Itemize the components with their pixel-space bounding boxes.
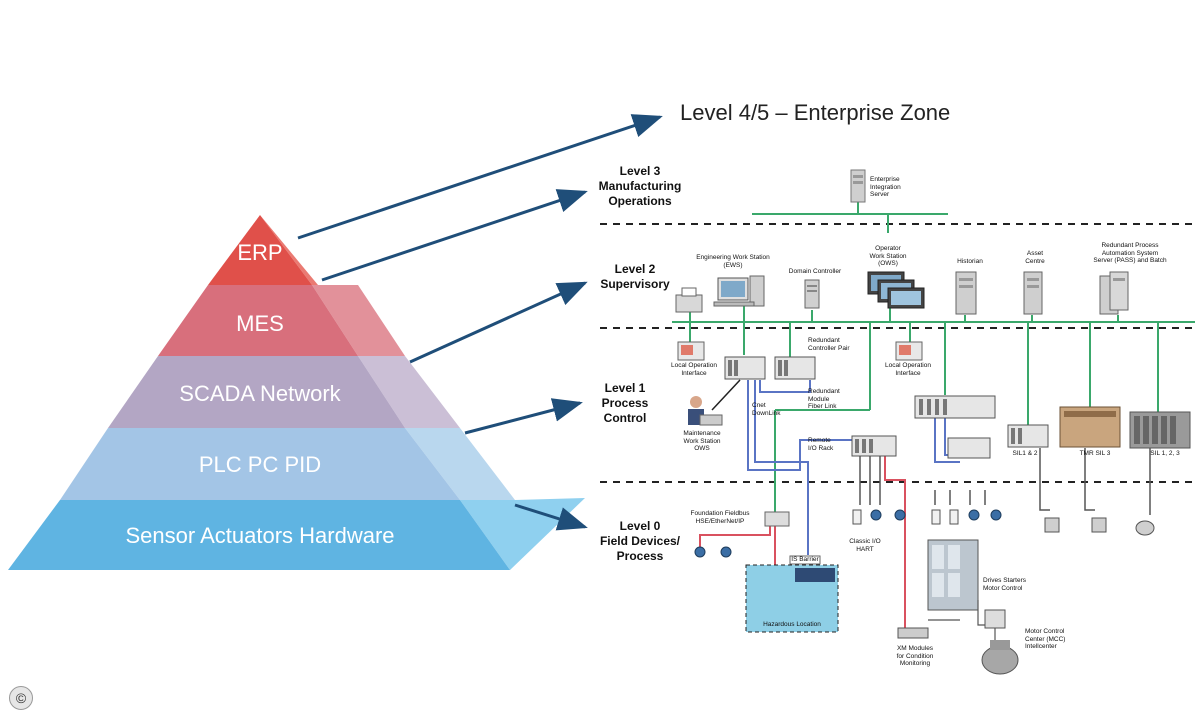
redundant-controller-pair-icon — [724, 356, 816, 380]
maintenance-workstation-icon — [688, 379, 741, 426]
pyramid-label-sensor: Sensor Actuators Hardware — [125, 523, 395, 548]
pyramid-layer-plc — [60, 428, 460, 500]
local-operation-interface-2-icon — [895, 341, 923, 361]
copyright-icon: © — [9, 686, 33, 710]
pyramid-label-plc: PLC PC PID — [198, 452, 322, 477]
pyramid-side-scada — [358, 356, 460, 428]
pass-server-icon — [1099, 271, 1129, 315]
remote-io-rack-icon — [851, 435, 897, 457]
mcc-motor-icon — [981, 609, 1019, 675]
arrow-sensor — [514, 503, 588, 531]
pyramid-side-mes — [312, 285, 405, 356]
caption-tmr-sil3: TMR SIL 3 — [1079, 450, 1111, 457]
tmr-sil3-controller-icon — [1059, 406, 1121, 448]
historian-server-icon — [955, 271, 977, 315]
ews-computer-icon — [713, 275, 765, 307]
pyramid-label-scada: SCADA Network — [179, 381, 341, 406]
pyramid-label-erp: ERP — [237, 240, 283, 265]
pyramid-side-erp — [260, 215, 318, 285]
caption-ews: Engineering Work Station(EWS) — [696, 254, 770, 269]
pyramid-layer-mes — [158, 285, 358, 356]
pyramid-layer-scada — [108, 356, 405, 428]
pyramid-side-plc — [405, 428, 515, 500]
asset-centre-server-icon — [1023, 271, 1043, 315]
ows-cluster-icon — [867, 271, 925, 309]
sil12-controller-icon — [1007, 424, 1049, 448]
enterprise-server-icon — [850, 169, 866, 203]
arrow-scada — [409, 281, 588, 364]
xm-modules-icon — [897, 627, 929, 639]
caption-sil123: SIL 1, 2, 3 — [1150, 450, 1180, 457]
level-enterprise-title: Level 4/5 – Enterprise Zone — [680, 100, 951, 125]
arrow-plc — [464, 398, 583, 435]
caption-domain-controller: Domain Controller — [788, 268, 842, 275]
caption-is-barrier: IS Barrier — [791, 556, 819, 563]
local-operation-interface-icon — [677, 341, 705, 361]
arrow-mes — [321, 189, 588, 282]
valve-actuator-icons — [1044, 517, 1155, 536]
fieldbus-linking-device-icon — [764, 511, 790, 527]
pyramid-layer-sensor — [8, 500, 510, 570]
pyramid-layer-erp — [208, 215, 312, 285]
pyramid-label-mes: MES — [236, 311, 284, 336]
hazardous-location-box — [745, 555, 839, 633]
drives-starters-panel-icon — [927, 539, 979, 611]
domain-controller-icon — [804, 279, 820, 309]
io-rack-icon — [914, 395, 996, 459]
caption-hazardous-location: Hazardous Location — [763, 621, 821, 628]
caption-historian: Historian — [957, 258, 983, 265]
caption-sil12: SIL1 & 2 — [1012, 450, 1038, 457]
printer-icon — [675, 287, 703, 313]
sil123-controller-icon — [1129, 411, 1191, 449]
arrow-erp — [297, 114, 663, 240]
